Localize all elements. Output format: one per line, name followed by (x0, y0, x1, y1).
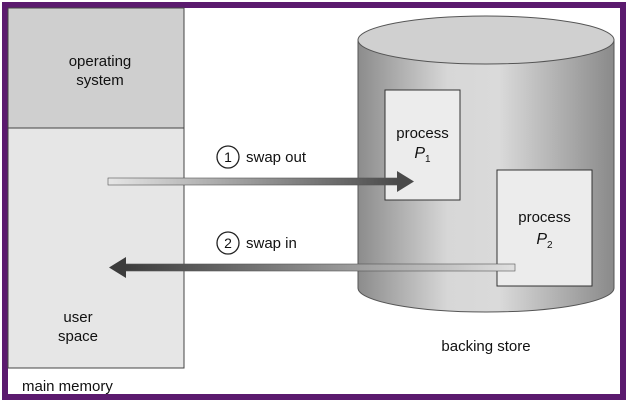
process-p2-label: process (518, 209, 571, 226)
user-space-label: user space (48, 308, 108, 346)
backing-store-caption: backing store (441, 338, 531, 355)
step-1-circle (216, 145, 240, 169)
swap-out-arrow (107, 171, 414, 192)
process-p1-name: P1 (385, 144, 460, 169)
step-1-number: 1 (224, 149, 232, 165)
operating-system-region (7, 7, 185, 129)
swap-in-label: swap in (246, 235, 297, 252)
swap-in-arrow (109, 257, 516, 278)
user-space-label-line2: space (57, 328, 99, 345)
step-2-number: 2 (224, 235, 232, 251)
process-p1-letter: P (414, 145, 426, 162)
process-p2-name: P2 (497, 230, 592, 255)
os-label-line2: system (76, 72, 124, 89)
process-p1-subscript: 1 (425, 154, 431, 166)
process-p1-label: process (396, 125, 449, 142)
user-space-region (7, 127, 185, 369)
process-p2-subscript: 2 (547, 240, 553, 252)
os-label-line1: operating (68, 53, 132, 70)
process-p2-letter: P (536, 231, 548, 248)
swap-out-label: swap out (246, 149, 307, 166)
user-space-label-line1: user (63, 309, 93, 326)
main-memory-caption: main memory (22, 378, 113, 395)
step-2-circle (216, 231, 240, 255)
os-label: operating system (40, 52, 160, 90)
